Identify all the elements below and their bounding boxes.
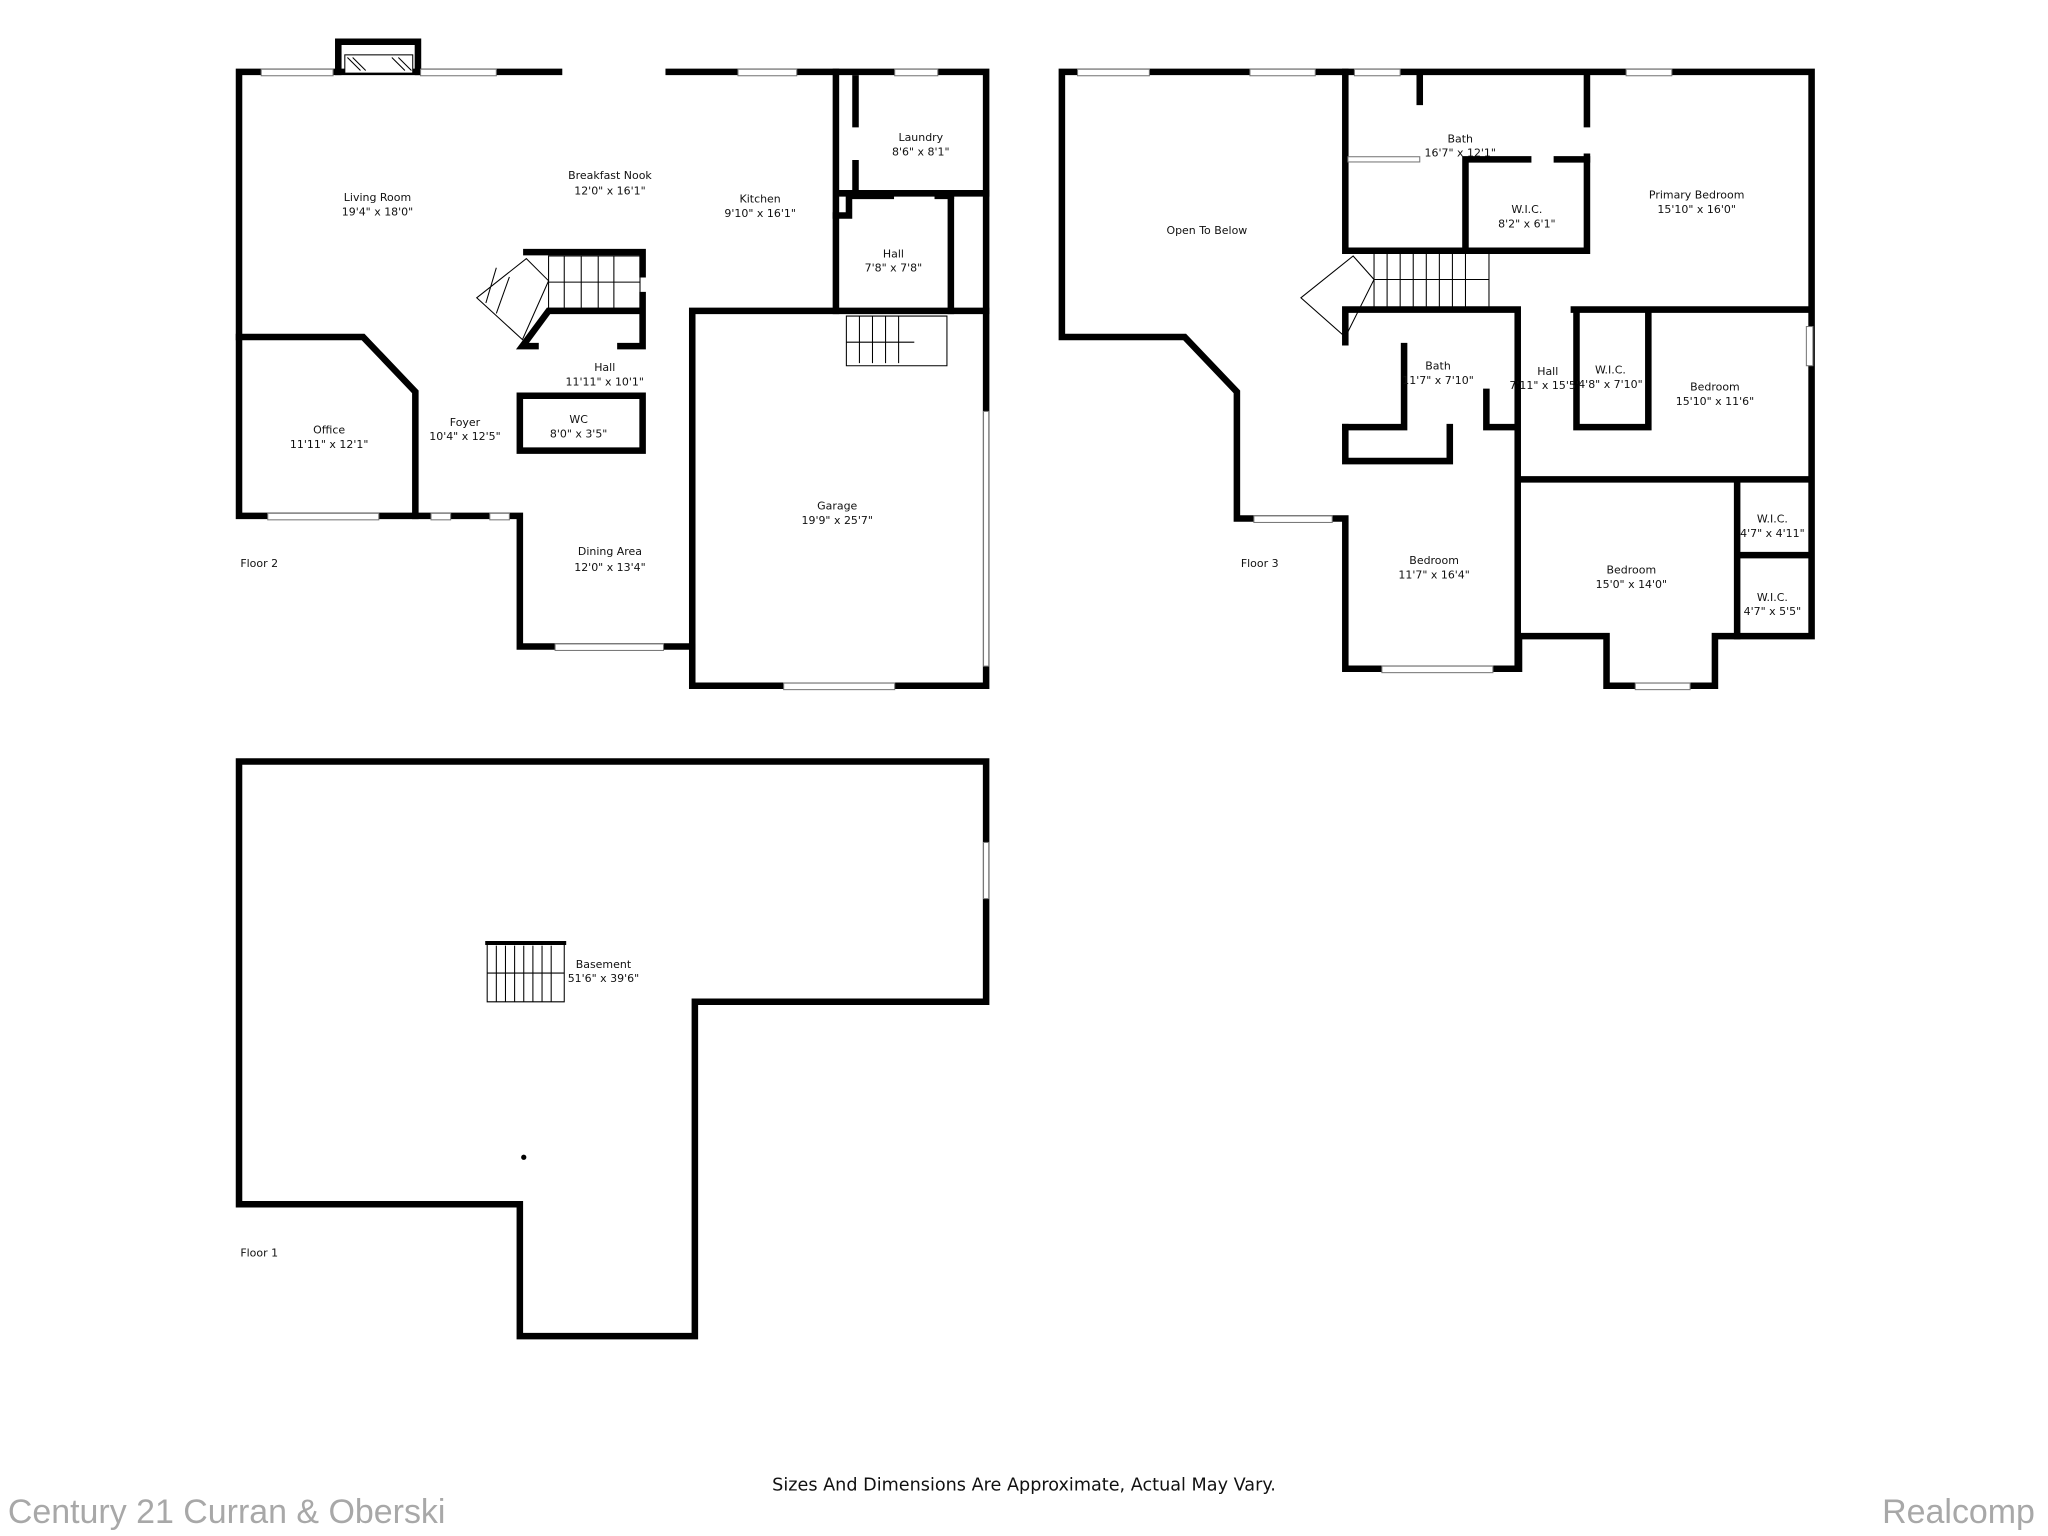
watermark-left: Century 21 Curran & Oberski: [8, 1493, 446, 1531]
basement-walls: [235, 758, 990, 1340]
disclaimer-text: Sizes And Dimensions Are Approximate, Ac…: [772, 1475, 1276, 1495]
floor-label: Floor 1: [240, 1246, 278, 1259]
staircase-icon: [1300, 252, 1490, 338]
basement-window: [982, 841, 990, 900]
post-marker: [521, 1154, 527, 1160]
room-label: W.I.C.4'7" x 4'11": [1740, 512, 1804, 539]
floor-3-windows: [1077, 68, 1814, 691]
staircase-icon: [485, 941, 567, 1003]
room-label: W.I.C.4'8" x 7'10": [1578, 364, 1642, 391]
fireplace-icon: [344, 54, 414, 74]
watermark-right: Realcomp: [1882, 1493, 2035, 1531]
floor-3-walls: [1058, 68, 1815, 689]
floor-label: Floor 2: [240, 557, 278, 570]
room-label: W.I.C.4'7" x 5'5": [1744, 591, 1802, 618]
floor-label: Floor 3: [1241, 557, 1279, 570]
floor-2-windows: [260, 68, 990, 691]
staircase-icon: [475, 255, 948, 367]
room-label: W.I.C.8'2" x 6'1": [1498, 203, 1556, 230]
room-label: Open To Below: [1166, 224, 1247, 237]
